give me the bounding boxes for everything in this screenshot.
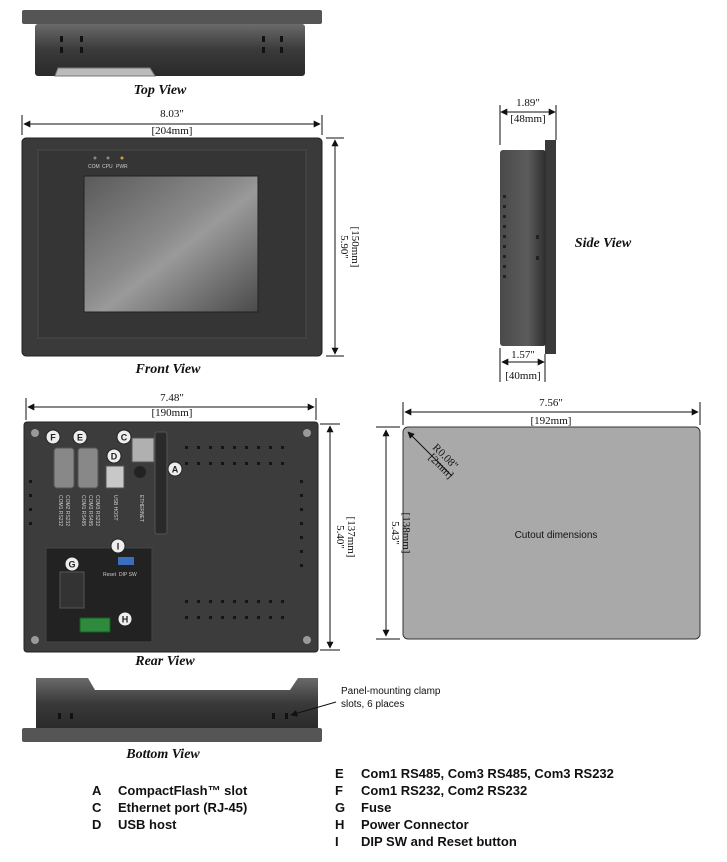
clamp-note-line1: Panel-mounting clamp <box>341 686 441 697</box>
top-view-caption: Top View <box>134 83 187 98</box>
cutout-width-mm: [192mm] <box>531 415 572 427</box>
front-height-in: 5.90" <box>338 235 350 259</box>
top-view-clamp <box>54 67 156 77</box>
side-body <box>500 150 546 346</box>
cutout-height-mm: [138mm] <box>400 513 412 554</box>
rear-db9-port-e <box>77 447 99 489</box>
side-vents <box>503 195 539 278</box>
front-lcd-screen <box>83 175 259 313</box>
front-view: 8.03" [204mm] COM CPU PWR 5.90" [150mm] … <box>21 108 361 377</box>
top-view-bezel <box>22 10 322 24</box>
rear-fuse-holder <box>59 571 85 609</box>
bottom-view-bezel <box>22 728 322 742</box>
front-height-mm: [150mm] <box>349 227 361 268</box>
side-depth-in: 1.89" <box>516 97 540 109</box>
svg-text:H: H <box>122 615 129 625</box>
svg-text:C: C <box>121 433 128 443</box>
callout-f: F <box>45 429 61 445</box>
side-view: 1.89" [48mm] 1.57" [40mm] Side View <box>499 97 632 382</box>
bottom-view: Panel-mounting clamp slots, 6 places Bot… <box>22 678 441 762</box>
clamp-note-line2: slots, 6 places <box>341 699 404 710</box>
rear-compactflash-slot <box>154 431 168 535</box>
led-label-pwr: PWR <box>116 164 128 170</box>
bottom-view-body <box>36 678 318 728</box>
svg-text:G: G <box>68 560 75 570</box>
rear-view-caption: Rear View <box>134 654 195 669</box>
callout-h: H <box>117 611 133 627</box>
callout-a: A <box>167 461 183 477</box>
silk-com4: COM3 RS485 <box>87 495 93 526</box>
rear-silkscreen: COM1 RS232 COM2 RS232 COM1 RS485 COM3 RS… <box>57 495 144 526</box>
silk-usb: USB HOST <box>112 495 118 521</box>
rear-callouts: F E C D A I G H <box>45 429 183 627</box>
rear-dip-switch <box>118 557 134 565</box>
side-depth-mm: [48mm] <box>510 113 545 125</box>
cutout-label: Cutout dimensions <box>515 530 598 541</box>
silk-com1: COM1 RS232 <box>57 495 63 526</box>
top-view-body <box>35 24 305 76</box>
cutout-view: 7.56" [192mm] R0.08" [2mm] Cutout dimens… <box>376 397 701 640</box>
silk-com2: COM2 RS232 <box>64 495 70 526</box>
clamp-leader <box>290 701 337 717</box>
svg-text:I: I <box>117 542 120 552</box>
callout-i: I <box>110 538 126 554</box>
side-inner-in: 1.57" <box>511 349 535 361</box>
side-inner-mm: [40mm] <box>505 370 540 382</box>
callout-d: D <box>106 448 122 464</box>
silk-dipsw: DIP SW <box>119 572 137 578</box>
cutout-height-in: 5.43" <box>389 521 401 545</box>
bottom-view-caption: Bottom View <box>125 747 200 762</box>
callout-c: C <box>116 429 132 445</box>
top-view: Top View <box>22 10 322 98</box>
cutout-rectangle <box>402 426 701 640</box>
led-label-com: COM <box>88 164 100 170</box>
callout-g: G <box>64 556 80 572</box>
rear-screws <box>31 429 311 644</box>
rear-height-mm: [137mm] <box>345 517 357 558</box>
front-view-caption: Front View <box>135 362 202 377</box>
rear-usb-port <box>105 465 125 489</box>
cutout-width-in: 7.56" <box>539 397 563 409</box>
rear-power-connector <box>79 617 111 633</box>
rear-view: 7.48" [190mm] COM1 RS232 COM2 RS232 COM1… <box>23 392 357 669</box>
front-width-in: 8.03" <box>160 108 184 120</box>
rear-vents <box>29 446 303 619</box>
top-view-slots <box>60 36 283 53</box>
rear-width-mm: [190mm] <box>152 407 193 419</box>
svg-text:E: E <box>77 433 83 443</box>
side-view-caption: Side View <box>575 236 632 251</box>
bottom-view-slots <box>58 713 288 719</box>
svg-text:A: A <box>172 465 179 475</box>
silk-reset: Reset <box>103 572 117 578</box>
front-width-mm: [204mm] <box>152 125 193 137</box>
led-label-cpu: CPU <box>102 164 113 170</box>
rear-height-in: 5.40" <box>334 525 346 549</box>
rear-ethernet-port <box>131 437 155 463</box>
svg-text:F: F <box>50 433 56 443</box>
rear-width-in: 7.48" <box>160 392 184 404</box>
front-leds: COM CPU PWR <box>88 156 128 170</box>
silk-eth: ETHERNET <box>138 495 144 522</box>
silk-com3: COM1 RS485 <box>80 495 86 526</box>
radius-leader <box>407 431 453 477</box>
rear-knob <box>134 466 146 478</box>
silk-com5: COM3 RS232 <box>94 495 100 526</box>
callout-e: E <box>72 429 88 445</box>
side-bezel <box>545 140 556 354</box>
rear-db9-port-f <box>53 447 75 489</box>
svg-text:D: D <box>111 452 118 462</box>
